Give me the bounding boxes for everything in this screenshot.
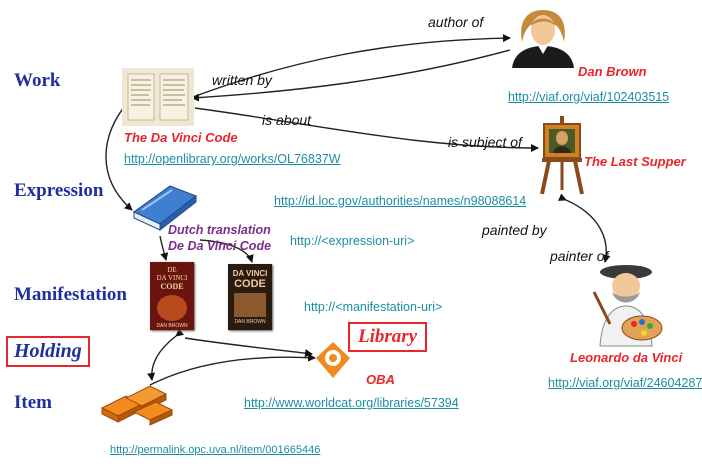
painter-uri[interactable]: http://viaf.org/viaf/24604287	[548, 376, 702, 390]
level-item: Item	[14, 392, 52, 413]
book-cover-icon: DE DA VINCI CODE DAN BROWN	[150, 262, 194, 330]
relation-is-subject-of: is subject of	[448, 134, 522, 150]
item-uri[interactable]: http://permalink.opc.uva.nl/item/0016654…	[110, 444, 321, 456]
manifestation-item-arrow	[147, 328, 184, 381]
is-subject-of-arrow	[194, 107, 539, 152]
manifestation-library-arrow	[184, 337, 313, 358]
library-logo-icon	[316, 342, 350, 378]
level-expression: Expression	[14, 180, 104, 201]
expression-uri[interactable]: http://<expression-uri>	[290, 234, 415, 248]
author-name: Dan Brown	[578, 64, 647, 79]
cover2-line1: DA VINCI	[232, 269, 268, 278]
blue-book-icon	[132, 185, 198, 232]
level-work: Work	[14, 70, 61, 91]
painter-icon	[592, 265, 663, 347]
work-uri[interactable]: http://openlibrary.org/works/OL76837W	[124, 152, 341, 166]
cover1-art	[157, 295, 187, 321]
author-of-arrow	[184, 34, 511, 101]
written-by-arrow	[191, 49, 511, 102]
cover1-line3: CODE	[160, 282, 184, 291]
library-uri[interactable]: http://www.worldcat.org/libraries/57394	[244, 396, 459, 410]
cover2-line2: CODE	[234, 278, 266, 290]
library-name: OBA	[366, 372, 395, 387]
cover2-author: DAN BROWN	[234, 319, 266, 325]
relation-painter-of: painter of	[550, 248, 609, 264]
relation-author-of: author of	[428, 14, 484, 30]
painting-title: The Last Supper	[584, 154, 686, 169]
painting-easel-icon	[540, 116, 584, 195]
translation-line1: Dutch translation	[168, 223, 271, 237]
work-expression-arrow	[105, 94, 136, 211]
painted-by-arrow	[557, 193, 611, 263]
painting-uri[interactable]: http://id.loc.gov/authorities/names/n980…	[274, 194, 527, 208]
expression-manifestation-arrow-1	[159, 235, 169, 261]
author-uri[interactable]: http://viaf.org/viaf/102403515	[508, 90, 670, 104]
cover1-line1: DE	[167, 266, 177, 274]
cover2-art	[234, 293, 266, 317]
relation-is-about: is about	[262, 112, 312, 128]
library-label: Library	[348, 322, 428, 352]
level-manifestation: Manifestation	[14, 284, 127, 305]
level-holding: Holding	[6, 336, 90, 367]
cover1-author: DAN BROWN	[156, 323, 188, 329]
painter-name: Leonardo da Vinci	[570, 350, 683, 365]
item-library-arrow	[149, 353, 316, 386]
author-portrait-icon	[512, 10, 574, 68]
books-stack-icon	[100, 385, 174, 426]
manuscript-icon	[122, 68, 194, 126]
translation-line2: De Da Vinci Code	[168, 239, 272, 253]
expression-manifestation-arrow-2	[199, 239, 254, 263]
manifestation-uri[interactable]: http://<manifestation-uri>	[304, 300, 443, 314]
relation-painted-by: painted by	[482, 222, 547, 238]
book-cover-icon: DA VINCI CODE DAN BROWN	[228, 264, 272, 330]
cover1-line2: DA VINCI	[156, 274, 188, 282]
relation-written-by: written by	[212, 72, 272, 88]
work-title: The Da Vinci Code	[124, 130, 238, 145]
